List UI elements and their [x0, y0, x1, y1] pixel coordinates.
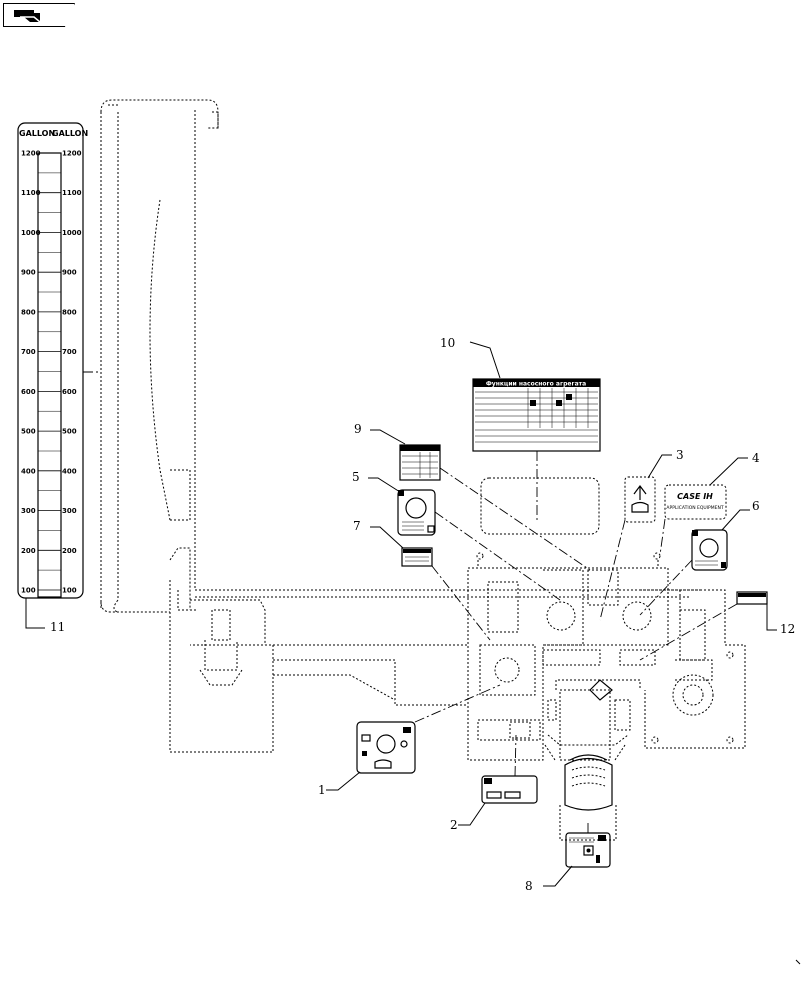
left-fitting	[169, 580, 468, 753]
decal-8: 8	[525, 820, 611, 893]
gauge-tick-left-200: 200	[21, 547, 36, 555]
decal-4-case-ih: CASE IH APPLICATION EQUIPMENT 4	[659, 451, 760, 556]
tank-outline	[100, 99, 700, 613]
callout-2[interactable]: 2	[450, 818, 458, 832]
callout-10[interactable]: 10	[440, 336, 455, 350]
decal-1: 1	[318, 684, 501, 797]
arrow-flag-icon	[14, 10, 41, 23]
callout-8[interactable]: 8	[525, 879, 533, 893]
decal-12: 12	[639, 591, 795, 661]
pump-assembly	[544, 679, 641, 841]
decal-4-subtitle: APPLICATION EQUIPMENT	[666, 505, 723, 511]
gauge-tick-right-200: 200	[62, 547, 77, 555]
gauge-tick-left-900: 900	[21, 269, 36, 277]
gauge-tick-right-600: 600	[62, 388, 77, 396]
gauge-tick-right-800: 800	[62, 308, 77, 316]
decal-10-title: Функции насосного агрегата	[486, 381, 586, 388]
callout-11[interactable]: 11	[50, 620, 65, 634]
gauge-tick-left-700: 700	[21, 348, 36, 356]
callout-5[interactable]: 5	[352, 470, 360, 484]
gauge-tick-group: 1200 1200 1100 1100 1000 1000 900 900 800 800 700 7…	[21, 150, 82, 595]
callout-12[interactable]: 12	[780, 622, 795, 636]
gauge-tick-right-500: 500	[62, 428, 77, 436]
gauge-tick-right-300: 300	[62, 507, 77, 515]
decal-4-brand: CASE IH	[677, 492, 713, 501]
gauge-head-right: GALLON	[52, 129, 88, 138]
gauge-tick-right-400: 400	[62, 467, 77, 475]
header-icon-box[interactable]	[3, 3, 75, 27]
gauge-tick-left-600: 600	[21, 388, 36, 396]
gauge-tick-right-900: 900	[62, 269, 77, 277]
gauge-tick-right-1000: 1000	[62, 229, 82, 237]
right-valve-group	[644, 589, 746, 749]
gauge-tick-right-700: 700	[62, 348, 77, 356]
gauge-head-left: GALLON	[19, 129, 55, 138]
gauge-tick-right-1100: 1100	[62, 189, 82, 197]
decal-3: 3	[599, 448, 684, 621]
gauge-tick-left-800: 800	[21, 308, 36, 316]
decal-7: 7	[353, 519, 491, 641]
callout-9[interactable]: 9	[354, 422, 362, 436]
gauge-tick-right-1200: 1200	[62, 150, 82, 158]
gauge-tick-left-1000: 1000	[21, 229, 41, 237]
callout-4[interactable]: 4	[752, 451, 760, 465]
gauge-tick-right-100: 100	[62, 587, 77, 595]
gauge-tick-left-1100: 1100	[21, 189, 41, 197]
decal-10-pump-functions: Функции насосного агрегата 10	[440, 336, 601, 535]
gauge-tick-left-1200: 1200	[21, 150, 41, 158]
decal-9: 9	[354, 422, 591, 571]
gauge-tick-left-300: 300	[21, 507, 36, 515]
gauge-tick-left-400: 400	[21, 467, 36, 475]
callout-3[interactable]: 3	[676, 448, 684, 462]
callout-1[interactable]: 1	[318, 783, 326, 797]
main-panel	[467, 552, 681, 761]
decal-6: 6	[639, 499, 760, 616]
decal-5: 5	[352, 470, 561, 601]
gauge-tick-left-500: 500	[21, 428, 36, 436]
gauge-tick-left-100: 100	[21, 587, 36, 595]
decal-2: 2	[450, 734, 538, 832]
gallon-gauge-decal: GALLON GALLON 1200 1200 1100 1100 1000 1000 90…	[17, 122, 88, 634]
callout-7[interactable]: 7	[353, 519, 361, 533]
callout-6[interactable]: 6	[752, 499, 760, 513]
